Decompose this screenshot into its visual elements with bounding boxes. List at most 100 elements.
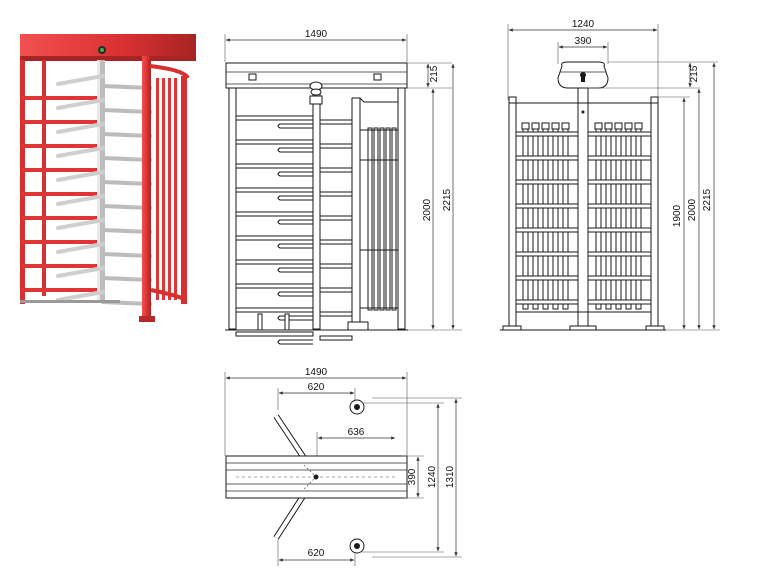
front-width-label: 1490 xyxy=(305,29,328,40)
red-bar xyxy=(22,240,100,244)
front-arm xyxy=(235,283,314,289)
rotor-arm xyxy=(56,194,105,206)
rotor-arm-right xyxy=(319,191,353,197)
front-arm xyxy=(235,259,314,265)
rotor-arm xyxy=(56,74,105,86)
side-hood-label: 390 xyxy=(575,36,592,47)
side-width-label: 1240 xyxy=(572,19,595,30)
top-arm-620-label: 620 xyxy=(308,382,325,393)
rotor-arm-right xyxy=(319,311,353,317)
front-arm xyxy=(235,163,314,169)
cage-cap xyxy=(604,122,613,130)
side-grid xyxy=(515,110,652,313)
grid-rail xyxy=(587,131,652,137)
grid-rail xyxy=(515,203,579,209)
right-cage xyxy=(156,78,177,300)
rotor-arm xyxy=(56,290,105,302)
front-arm xyxy=(235,139,314,145)
front-bars xyxy=(235,115,353,345)
rotor-arm-right xyxy=(319,167,353,173)
cage-bar xyxy=(391,127,397,311)
cage-bar xyxy=(168,78,171,300)
grid-rail xyxy=(515,299,579,305)
cage-bar xyxy=(367,127,373,311)
rotor-arm xyxy=(277,243,313,249)
top-width-label: 1490 xyxy=(305,367,328,378)
front-cage xyxy=(360,127,398,311)
rotor-arm-right xyxy=(319,215,353,221)
canopy xyxy=(20,34,196,56)
front-arm xyxy=(235,235,314,241)
side-top-label: 215 xyxy=(689,65,700,82)
front-arm xyxy=(235,115,314,121)
front-view: 1490 215 2000 xyxy=(224,29,462,345)
red-bar xyxy=(22,216,100,220)
rotor-arm xyxy=(277,147,313,153)
cage-bar xyxy=(522,126,529,310)
red-bar xyxy=(22,168,100,172)
cage-bar xyxy=(385,127,391,311)
rotor-arm xyxy=(277,339,313,345)
cage-cap xyxy=(551,122,560,130)
side-height-1900-label: 1900 xyxy=(672,204,683,227)
rotor-arm-right xyxy=(319,335,353,341)
rotor-arm xyxy=(56,266,105,278)
grid-rail xyxy=(515,131,579,137)
side-height-2215-label: 2215 xyxy=(702,188,713,211)
cage-bar xyxy=(174,78,177,300)
cage-bar xyxy=(162,78,165,300)
rotor-arm-right xyxy=(319,239,353,245)
red-bar xyxy=(22,96,100,100)
grid-rail xyxy=(587,275,652,281)
top-arm-620b-label: 620 xyxy=(308,548,325,559)
cage-bar xyxy=(605,126,612,310)
cage-bar xyxy=(373,127,379,311)
top-arm-636-label: 636 xyxy=(348,427,365,438)
top-depth-1310-label: 1310 xyxy=(445,465,456,488)
cage-bar xyxy=(542,126,549,310)
rotor-arm xyxy=(56,146,105,158)
top-view: 1490 620 636 620 xyxy=(224,367,462,566)
cage-bar xyxy=(595,126,602,310)
cage-cap xyxy=(594,122,603,130)
side-height-2000-label: 2000 xyxy=(687,198,698,221)
rotor-arm xyxy=(56,242,105,254)
cage-bar xyxy=(635,126,642,310)
front-arm xyxy=(235,211,314,217)
front-height-2000-label: 2000 xyxy=(422,198,433,221)
rotor-arm xyxy=(277,315,313,321)
rotor-arm xyxy=(277,195,313,201)
rotor-arm xyxy=(56,98,105,110)
red-bar xyxy=(22,192,100,196)
front-height-2215-label: 2215 xyxy=(442,188,453,211)
cage-cap xyxy=(541,122,550,130)
cage-bar xyxy=(625,126,632,310)
turnstile-render xyxy=(20,34,196,322)
front-arm xyxy=(235,307,314,313)
grid-rail xyxy=(515,251,579,257)
grid-rail xyxy=(515,155,579,161)
cage-bar xyxy=(532,126,539,310)
rotor-arm xyxy=(56,122,105,134)
red-bar xyxy=(22,264,100,268)
grid-rail xyxy=(587,203,652,209)
cage-bar xyxy=(379,127,385,311)
front-arm xyxy=(235,331,314,337)
grid-rail xyxy=(587,179,652,185)
cage-cap xyxy=(614,122,623,130)
rotor-arm-right xyxy=(319,263,353,269)
cage-bar xyxy=(552,126,559,310)
grid-rail xyxy=(587,227,652,233)
grid-rail xyxy=(515,179,579,185)
grid-rail xyxy=(587,155,652,161)
grid-rail xyxy=(515,227,579,233)
cage-bar xyxy=(156,78,159,300)
grid-rail xyxy=(587,251,652,257)
top-depth-390-label: 390 xyxy=(407,468,418,485)
rotor-arm-right xyxy=(319,287,353,293)
red-bar xyxy=(22,120,100,124)
rotor-arm-right xyxy=(319,143,353,149)
top-depth-1240-label: 1240 xyxy=(427,465,438,488)
cage-cap xyxy=(624,122,633,130)
